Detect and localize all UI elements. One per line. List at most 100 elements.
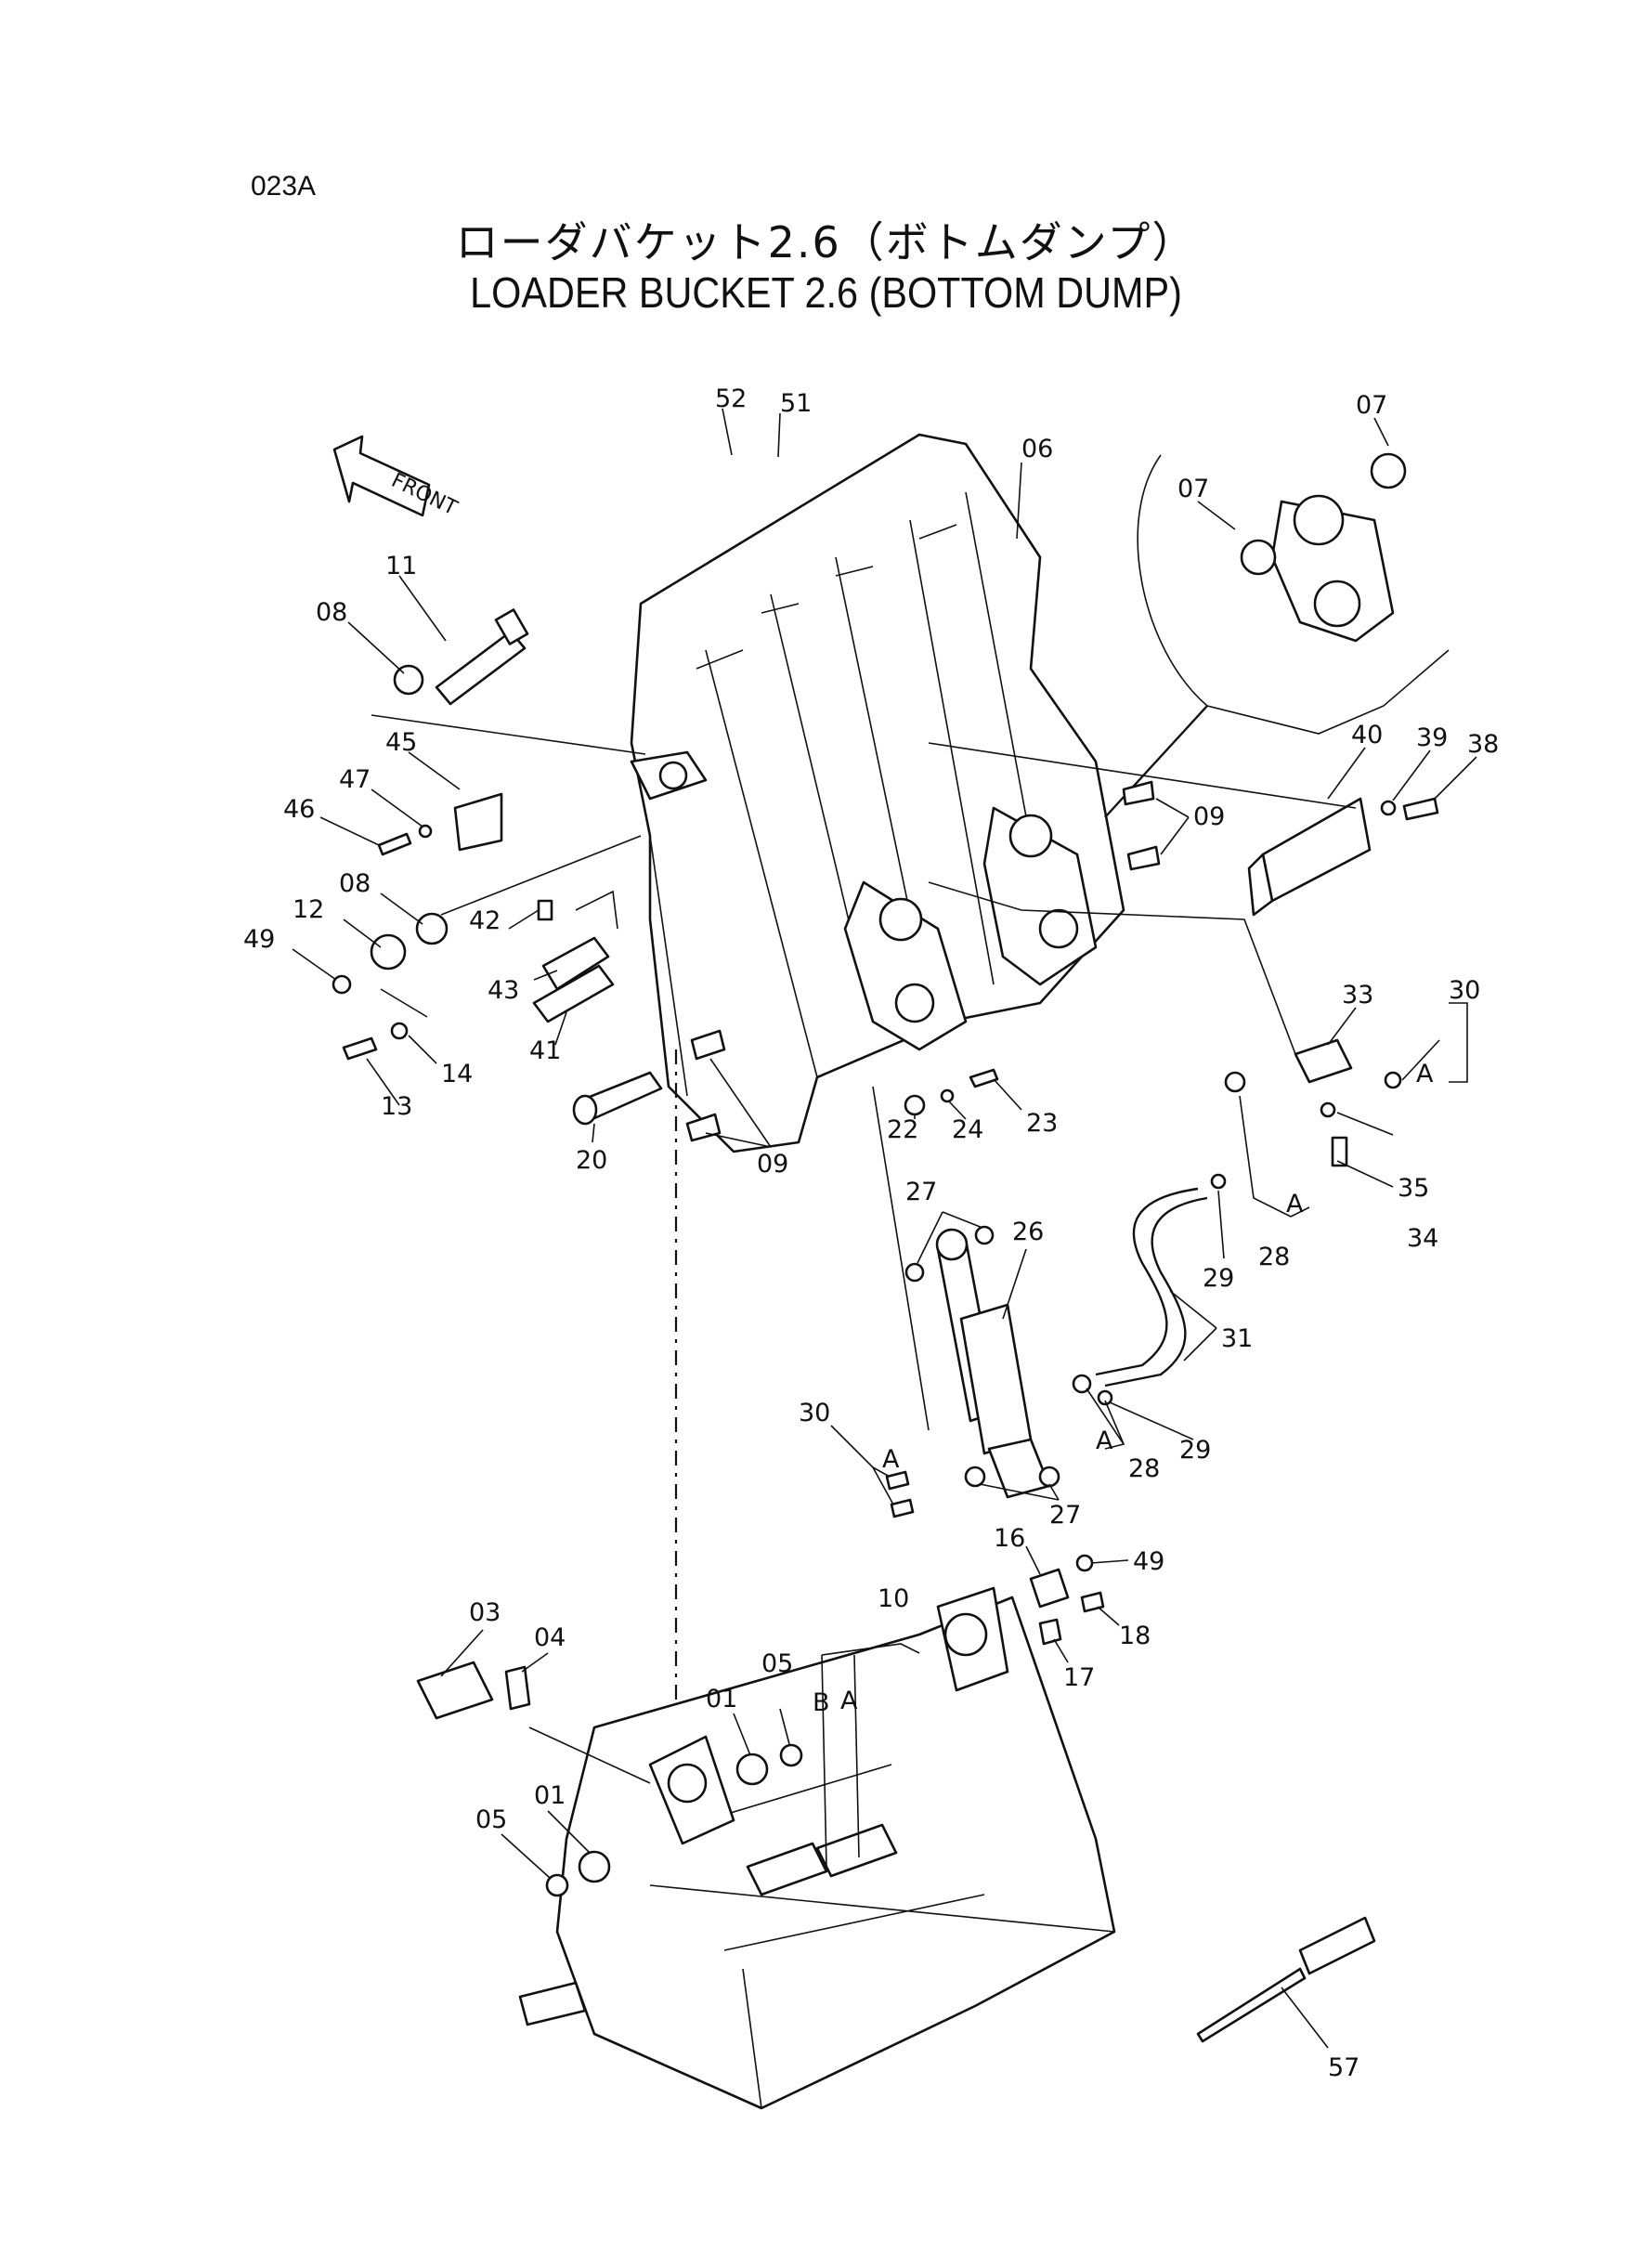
callout-03: 03 — [469, 1598, 501, 1627]
callout-49-lower: 49 — [1133, 1547, 1164, 1576]
label-a-right: A — [1416, 1060, 1434, 1088]
washer-47 — [418, 824, 433, 839]
callout-08-lower: 08 — [339, 869, 371, 898]
lock-plate-43 — [541, 936, 610, 991]
hose-31 — [1095, 1187, 1208, 1388]
fitting-30-left-a — [885, 1470, 910, 1491]
cylinder-26 — [935, 1228, 1051, 1499]
callout-39: 39 — [1416, 723, 1448, 752]
fitting-28-upper — [1224, 1071, 1246, 1093]
valve-block-33 — [1294, 1038, 1353, 1084]
title-japanese: ローダバケット2.6（ボトムダンプ） — [455, 217, 1197, 267]
bucket-frame — [630, 433, 1125, 1153]
label-a-left: A — [882, 1445, 900, 1474]
fitting-30-left-b — [890, 1498, 915, 1518]
lift-link-right — [982, 806, 1098, 986]
callout-51: 51 — [780, 389, 812, 418]
callout-12: 12 — [293, 895, 324, 924]
callout-01-upper: 01 — [706, 1685, 737, 1713]
callout-29-lower: 29 — [1179, 1436, 1211, 1465]
stopper-09-right-b — [1126, 845, 1161, 871]
label-b-bucket: B — [813, 1688, 830, 1717]
o-ring-29-upper — [1210, 1173, 1227, 1190]
callout-09-left: 09 — [757, 1150, 788, 1179]
washer-27-lower-b — [1038, 1466, 1060, 1488]
label-a-lower: A — [1096, 1427, 1113, 1455]
washer-27-lower-a — [964, 1466, 986, 1488]
callout-27-lower: 27 — [1049, 1501, 1081, 1530]
washer-27-upper-a — [904, 1262, 925, 1283]
callout-08-upper: 08 — [316, 598, 347, 627]
callout-31: 31 — [1221, 1324, 1253, 1353]
callout-labels: 52 51 06 07 07 11 08 45 47 46 40 39 38 0… — [243, 384, 1499, 2082]
plate-45 — [453, 792, 503, 852]
callout-22: 22 — [887, 1115, 918, 1144]
callout-07-right: 07 — [1356, 391, 1387, 420]
bolt-13 — [342, 1036, 378, 1061]
callout-34: 34 — [1407, 1224, 1438, 1253]
callout-30-right: 30 — [1449, 976, 1480, 1005]
washer-22 — [904, 1094, 926, 1116]
callout-09-right: 09 — [1193, 802, 1225, 831]
callout-45: 45 — [385, 728, 417, 757]
stopper-09-left-a — [690, 1029, 726, 1061]
callout-24: 24 — [952, 1115, 983, 1144]
callout-30-left: 30 — [799, 1399, 830, 1427]
wrench-57 — [1196, 1916, 1376, 2043]
callout-52: 52 — [715, 384, 747, 413]
callout-05-lower: 05 — [475, 1805, 507, 1834]
bolt-42 — [537, 899, 553, 921]
bushing-08-lower — [415, 912, 449, 945]
bracket-17 — [1038, 1618, 1062, 1646]
bucket-10 — [518, 1586, 1116, 2110]
stopper-09-right-a — [1122, 780, 1155, 806]
callout-43: 43 — [488, 976, 519, 1005]
callout-20: 20 — [576, 1146, 607, 1175]
bushing-01-upper — [735, 1752, 769, 1786]
callout-13: 13 — [381, 1092, 412, 1121]
callout-10: 10 — [878, 1584, 909, 1613]
callout-46: 46 — [283, 795, 315, 824]
washer-05-upper — [779, 1743, 803, 1767]
callout-29-upper: 29 — [1203, 1264, 1234, 1293]
fitting-28-lower — [1072, 1374, 1092, 1394]
bushing-07-detail-right — [1370, 452, 1407, 489]
callout-28-lower: 28 — [1128, 1454, 1160, 1483]
label-a-upper: A — [1286, 1190, 1304, 1218]
pin-16 — [1029, 1568, 1070, 1609]
callout-06: 06 — [1021, 435, 1053, 463]
callout-17: 17 — [1063, 1663, 1095, 1692]
plate-40 — [1247, 797, 1372, 917]
callout-18: 18 — [1119, 1622, 1151, 1650]
washer-14 — [390, 1022, 409, 1040]
callout-27-upper: 27 — [905, 1178, 937, 1206]
callout-47: 47 — [339, 765, 371, 794]
bucket-cutting-edge — [518, 1981, 587, 2026]
callout-40: 40 — [1351, 721, 1383, 749]
callout-33: 33 — [1342, 981, 1373, 1010]
callout-16: 16 — [994, 1524, 1025, 1553]
washer-05-lower — [545, 1873, 569, 1897]
bushing-07-detail-left — [1240, 539, 1277, 576]
callout-07-left: 07 — [1177, 475, 1209, 503]
clip-04 — [504, 1665, 531, 1711]
bolt-23 — [969, 1068, 999, 1088]
callout-57: 57 — [1328, 2053, 1359, 2082]
callout-42: 42 — [469, 906, 501, 935]
callout-05-upper: 05 — [761, 1649, 793, 1678]
bushing-08-upper — [393, 664, 424, 696]
callout-49-upper: 49 — [243, 925, 275, 954]
callout-01-lower: 01 — [534, 1781, 566, 1810]
washer-24 — [940, 1088, 955, 1103]
o-ring-29-lower — [1097, 1389, 1113, 1406]
front-arrow-icon: FRONT — [332, 435, 461, 521]
leader-lines — [292, 408, 1477, 2049]
callout-26: 26 — [1012, 1218, 1044, 1246]
callout-41: 41 — [529, 1036, 561, 1065]
grease-fitting-49-lower — [1075, 1554, 1094, 1572]
callout-35: 35 — [1398, 1174, 1429, 1203]
callout-11: 11 — [385, 552, 417, 580]
washer-39 — [1380, 800, 1397, 816]
pin-11 — [435, 608, 529, 706]
